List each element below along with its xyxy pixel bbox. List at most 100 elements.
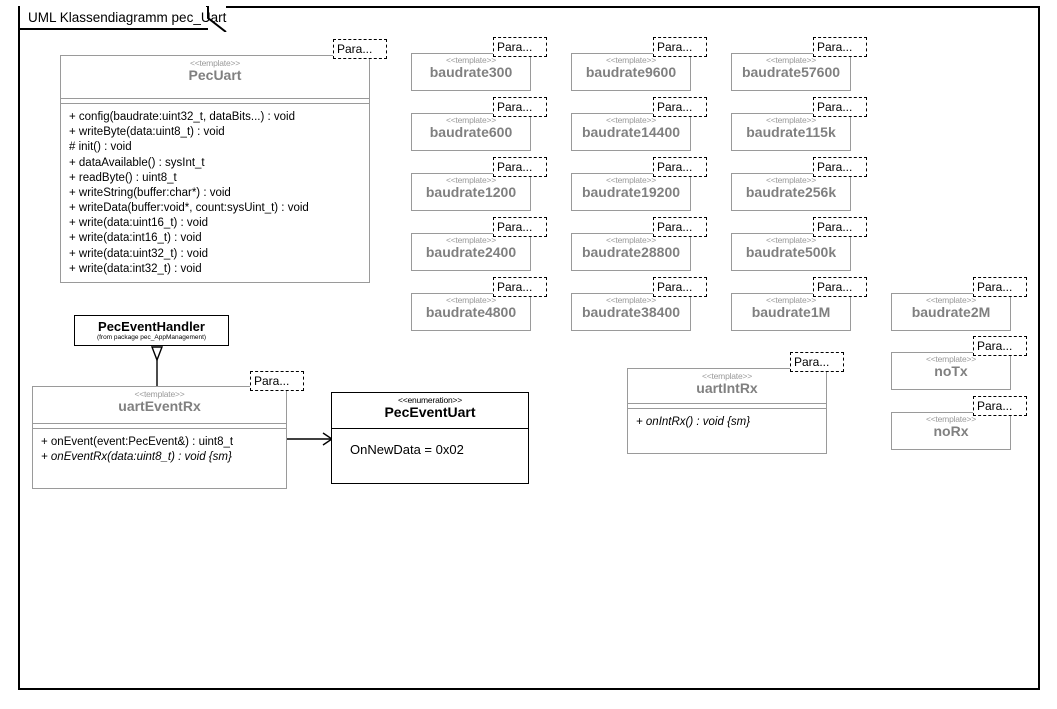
class-box-baudrate1200[interactable]: <<template>>baudrate1200 <box>411 173 531 211</box>
class-name-label: baudrate4800 <box>425 303 517 320</box>
class-name-label: noTx <box>934 362 968 379</box>
class-box-uartintrx[interactable]: <<template>> uartIntRx + onIntRx() : voi… <box>627 368 827 454</box>
stereotype-label: <<template>> <box>605 295 657 305</box>
template-parameter-tab-baudrate2400[interactable]: Para... <box>493 217 547 237</box>
compartment-separator <box>628 403 826 404</box>
template-parameter-tab-baudrate115k[interactable]: Para... <box>813 97 867 117</box>
class-box-baudrate500k[interactable]: <<template>>baudrate500k <box>731 233 851 271</box>
template-parameter-tab-baudrate28800[interactable]: Para... <box>653 217 707 237</box>
class-header-uarteventrx: <<template>> uartEventRx <box>33 387 286 423</box>
class-box-baudrate256k[interactable]: <<template>>baudrate256k <box>731 173 851 211</box>
class-box-baudrate2m[interactable]: <<template>>baudrate2M <box>891 293 1011 331</box>
stereotype-label: <<template>> <box>445 235 497 245</box>
class-box-pecuart[interactable]: <<template>> PecUart + config(baudrate:u… <box>60 55 370 283</box>
class-header-baudrate300: <<template>>baudrate300 <box>412 54 530 85</box>
generalization-uarteventrx-to-peceventhandler <box>140 346 174 393</box>
class-name-label: baudrate600 <box>429 123 513 140</box>
class-box-baudrate115k[interactable]: <<template>>baudrate115k <box>731 113 851 151</box>
template-parameter-tab-baudrate14400[interactable]: Para... <box>653 97 707 117</box>
stereotype-label: <<template>> <box>765 175 817 185</box>
stereotype-label: <<template>> <box>701 371 753 381</box>
template-parameter-tab-baudrate9600[interactable]: Para... <box>653 37 707 57</box>
class-package-label: (from package pec_AppManagement) <box>96 333 207 341</box>
class-name-label: baudrate38400 <box>581 303 681 320</box>
diagram-title-tab: UML Klassendiagramm pec_Uart <box>18 6 226 30</box>
class-name-label: uartEventRx <box>118 397 201 414</box>
dependency-uarteventrx-to-peceventuart <box>287 431 334 452</box>
class-box-baudrate28800[interactable]: <<template>>baudrate28800 <box>571 233 691 271</box>
template-parameter-tab-uartintrx[interactable]: Para... <box>790 352 844 372</box>
template-parameter-tab-uarteventrx[interactable]: Para... <box>250 371 304 391</box>
class-box-baudrate57600[interactable]: <<template>>baudrate57600 <box>731 53 851 91</box>
template-parameter-label: Para... <box>794 355 830 369</box>
template-parameter-tab-baudrate4800[interactable]: Para... <box>493 277 547 297</box>
template-parameter-tab-baudrate1200[interactable]: Para... <box>493 157 547 177</box>
class-header-baudrate19200: <<template>>baudrate19200 <box>572 174 690 205</box>
class-box-baudrate2400[interactable]: <<template>>baudrate2400 <box>411 233 531 271</box>
class-box-baudrate600[interactable]: <<template>>baudrate600 <box>411 113 531 151</box>
stereotype-label: <<enumeration>> <box>397 395 463 405</box>
template-parameter-label: Para... <box>337 42 373 56</box>
class-name-label: baudrate1M <box>751 303 831 320</box>
template-parameter-tab-baudrate2m[interactable]: Para... <box>973 277 1027 297</box>
diagram-frame <box>18 6 1040 690</box>
template-parameter-tab-baudrate1m[interactable]: Para... <box>813 277 867 297</box>
operation-item: + writeByte(data:uint8_t) : void <box>69 126 225 139</box>
stereotype-label: <<template>> <box>605 115 657 125</box>
template-parameter-tab-pecuart[interactable]: Para... <box>333 39 387 59</box>
template-parameter-tab-baudrate38400[interactable]: Para... <box>653 277 707 297</box>
template-parameter-tab-baudrate500k[interactable]: Para... <box>813 217 867 237</box>
class-header-baudrate2m: <<template>>baudrate2M <box>892 294 1010 325</box>
stereotype-label: <<template>> <box>445 175 497 185</box>
class-header-baudrate256k: <<template>>baudrate256k <box>732 174 850 205</box>
class-box-norx[interactable]: <<template>>noRx <box>891 412 1011 450</box>
stereotype-label: <<template>> <box>605 55 657 65</box>
compartment-separator <box>33 423 286 424</box>
class-name-label: baudrate2M <box>911 303 991 320</box>
template-parameter-tab-baudrate300[interactable]: Para... <box>493 37 547 57</box>
template-parameter-label: Para... <box>254 374 290 388</box>
diagram-frame-top-right-edge <box>226 6 1040 8</box>
template-parameter-tab-baudrate600[interactable]: Para... <box>493 97 547 117</box>
class-box-baudrate300[interactable]: <<template>>baudrate300 <box>411 53 531 91</box>
template-parameter-tab-baudrate256k[interactable]: Para... <box>813 157 867 177</box>
template-parameter-tab-baudrate57600[interactable]: Para... <box>813 37 867 57</box>
class-box-baudrate9600[interactable]: <<template>>baudrate9600 <box>571 53 691 91</box>
literals-compartment-peceventuart: OnNewData = 0x02 <box>332 429 528 462</box>
template-parameter-tab-baudrate19200[interactable]: Para... <box>653 157 707 177</box>
class-box-peceventuart[interactable]: <<enumeration>> PecEventUart OnNewData =… <box>331 392 529 484</box>
class-box-baudrate19200[interactable]: <<template>>baudrate19200 <box>571 173 691 211</box>
class-name-label: noRx <box>933 422 969 439</box>
class-header-peceventuart: <<enumeration>> PecEventUart <box>332 393 528 428</box>
stereotype-label: <<template>> <box>765 295 817 305</box>
class-header-baudrate1m: <<template>>baudrate1M <box>732 294 850 325</box>
class-header-uartintrx: <<template>> uartIntRx <box>628 369 826 403</box>
class-box-baudrate1m[interactable]: <<template>>baudrate1M <box>731 293 851 331</box>
class-header-baudrate4800: <<template>>baudrate4800 <box>412 294 530 325</box>
class-box-baudrate4800[interactable]: <<template>>baudrate4800 <box>411 293 531 331</box>
class-header-baudrate28800: <<template>>baudrate28800 <box>572 234 690 265</box>
stereotype-label: <<template>> <box>605 235 657 245</box>
class-name-label: baudrate28800 <box>581 243 681 260</box>
operation-item: + write(data:int16_t) : void <box>69 232 202 245</box>
class-name-label: baudrate57600 <box>741 63 841 80</box>
compartment-separator <box>61 98 369 99</box>
page-title: UML Klassendiagramm pec_Uart <box>28 9 227 25</box>
class-box-peceventhandler[interactable]: PecEventHandler (from package pec_AppMan… <box>74 315 229 346</box>
class-box-baudrate14400[interactable]: <<template>>baudrate14400 <box>571 113 691 151</box>
stereotype-label: <<template>> <box>445 295 497 305</box>
class-name-label: baudrate500k <box>745 243 837 260</box>
stereotype-label: <<template>> <box>925 354 977 364</box>
class-box-notx[interactable]: <<template>>noTx <box>891 352 1011 390</box>
class-box-baudrate38400[interactable]: <<template>>baudrate38400 <box>571 293 691 331</box>
class-name-label: PecEventHandler <box>98 319 205 334</box>
class-box-uarteventrx[interactable]: <<template>> uartEventRx + onEvent(event… <box>32 386 287 489</box>
template-parameter-tab-notx[interactable]: Para... <box>973 336 1027 356</box>
class-name-label: baudrate115k <box>746 123 836 140</box>
operation-item: + writeData(buffer:void*, count:sysUint_… <box>69 202 309 215</box>
class-header-baudrate9600: <<template>>baudrate9600 <box>572 54 690 85</box>
operation-item: + dataAvailable() : sysInt_t <box>69 156 205 169</box>
operation-item: + onEvent(event:PecEvent&) : uint8_t <box>41 436 234 448</box>
template-parameter-tab-norx[interactable]: Para... <box>973 396 1027 416</box>
class-header-baudrate57600: <<template>>baudrate57600 <box>732 54 850 85</box>
